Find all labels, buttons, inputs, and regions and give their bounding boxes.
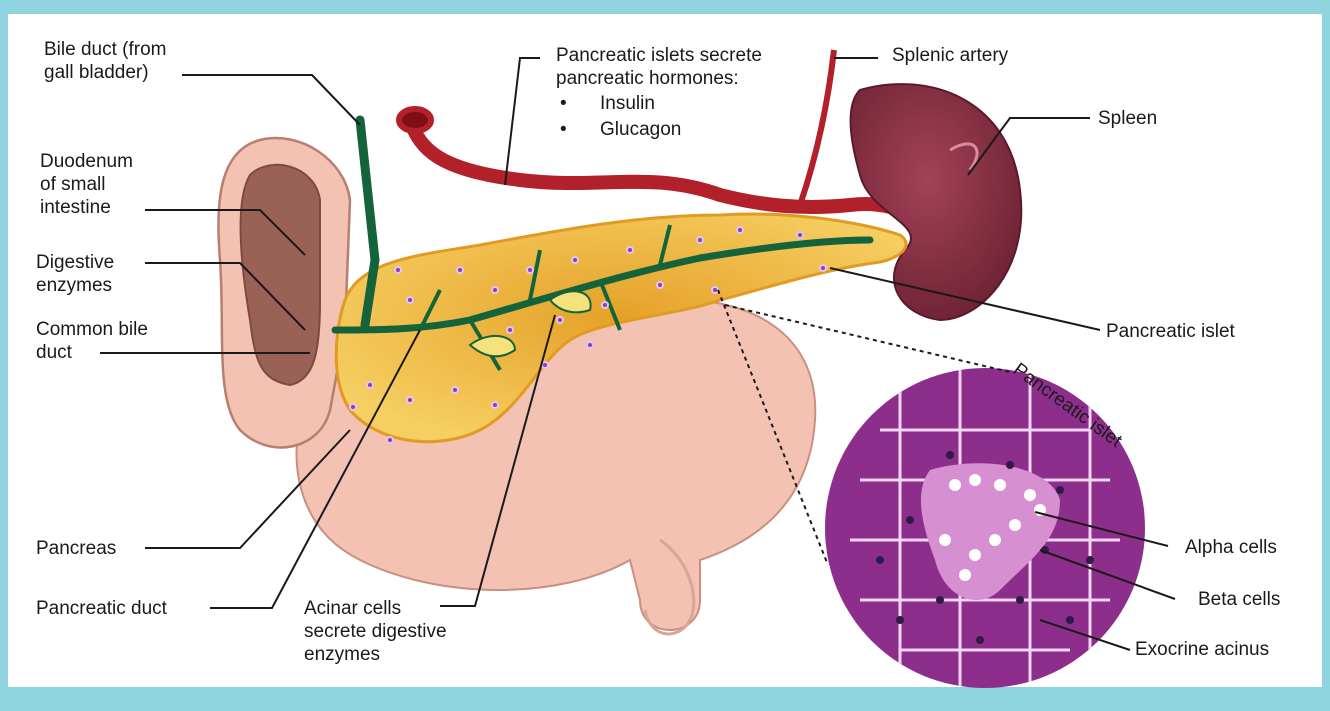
label-beta-cells: Beta cells: [1198, 588, 1280, 611]
hormone-item-glucagon: •Glucagon: [560, 118, 681, 141]
label-pancreatic-islet: Pancreatic islet: [1106, 320, 1235, 343]
label-splenic-artery: Splenic artery: [892, 44, 1008, 67]
hormone-item-insulin: •Insulin: [560, 92, 655, 115]
label-islets-secrete: Pancreatic islets secrete pancreatic hor…: [556, 44, 762, 90]
label-duodenum: Duodenum of small intestine: [40, 150, 133, 219]
label-acinar-cells: Acinar cells secrete digestive enzymes: [304, 597, 447, 666]
label-pancreatic-duct: Pancreatic duct: [36, 597, 167, 620]
label-pancreas: Pancreas: [36, 537, 116, 560]
label-alpha-cells: Alpha cells: [1185, 536, 1277, 559]
label-common-bile-duct: Common bile duct: [36, 318, 148, 364]
label-digestive-enzymes: Digestive enzymes: [36, 251, 114, 297]
spleen: [851, 84, 1022, 320]
label-bile-duct: Bile duct (from gall bladder): [44, 38, 166, 84]
artery-opening: [399, 109, 431, 131]
label-spleen: Spleen: [1098, 107, 1157, 130]
label-exocrine-acinus: Exocrine acinus: [1135, 638, 1269, 661]
